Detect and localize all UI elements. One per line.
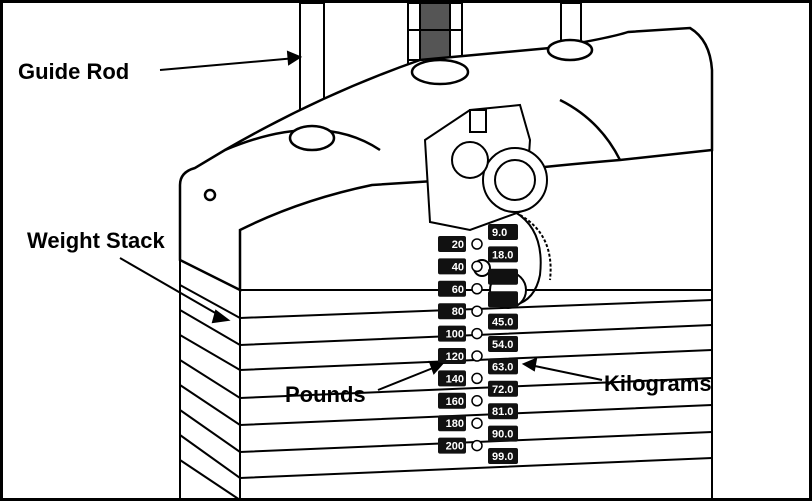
pounds-arrowhead — [428, 360, 444, 375]
pin-hole-column — [471, 238, 483, 452]
pounds-tag-label: 60 — [452, 284, 464, 296]
kilograms-tag — [488, 448, 518, 464]
pin-hole — [471, 305, 483, 317]
pin-hole — [471, 350, 483, 362]
pin-hole — [471, 395, 483, 407]
pin-hole — [471, 439, 483, 452]
kilograms-tag-label: 45.0 — [492, 317, 513, 329]
callout-arrows — [119, 50, 603, 391]
pounds-tag-label: 160 — [446, 396, 464, 408]
weight-plates — [179, 70, 713, 501]
kilograms-tag — [488, 268, 518, 285]
pounds-tag — [438, 303, 466, 320]
kilograms-tag-label: 99.0 — [492, 451, 513, 463]
pounds-tag-column: 20 40 60 80 100 120 140 160 180 200 — [438, 236, 466, 454]
kilograms-tag-label: 90.0 — [492, 429, 513, 441]
pounds-tag — [438, 437, 466, 454]
pounds-tag-label: 180 — [446, 418, 464, 430]
pounds-tag — [438, 236, 466, 252]
pin-hole — [471, 238, 483, 250]
pin-hole — [471, 372, 483, 385]
pounds-tag — [438, 280, 466, 297]
pounds-tag — [438, 392, 466, 409]
kilograms-tag-column: 9.0 18.0 45.0 54.0 63.0 72.0 81.0 90.0 99.0 — [488, 224, 518, 464]
pounds-tag — [438, 258, 466, 275]
kilograms-leader — [529, 364, 603, 381]
pounds-tag — [438, 348, 466, 364]
weight-stack-label: Weight Stack — [27, 228, 166, 253]
kilograms-tag — [488, 358, 518, 375]
pounds-tag — [438, 370, 466, 387]
kilograms-tag — [488, 403, 518, 420]
pin-hole — [471, 260, 483, 273]
kilograms-tag — [488, 380, 518, 397]
kilograms-tag-label: 54.0 — [492, 339, 513, 351]
kilograms-tag — [488, 313, 518, 330]
pounds-tag — [438, 325, 466, 342]
pounds-tag-label: 100 — [446, 329, 464, 341]
kilograms-tag — [488, 425, 518, 442]
guide-rod-arrowhead — [286, 50, 303, 66]
kilograms-tag — [488, 291, 518, 308]
pin-hole — [471, 283, 483, 295]
kilograms-tag-label: 18.0 — [492, 249, 513, 261]
kilograms-tag-label: 72.0 — [492, 384, 513, 396]
pounds-tag-label: 20 — [452, 239, 464, 251]
kilograms-tag — [488, 336, 518, 352]
kilograms-tag — [488, 246, 518, 263]
kilograms-tag-label: 81.0 — [492, 406, 513, 418]
kilograms-arrowhead — [521, 357, 538, 372]
kilograms-tag-label: 9.0 — [492, 227, 507, 239]
pounds-leader — [377, 365, 439, 391]
pin-hole — [471, 327, 483, 340]
pounds-tag — [438, 415, 466, 432]
guide-rod-leader — [159, 57, 297, 71]
kilograms-tag-label: 63.0 — [492, 361, 513, 373]
weight-stack-arrowhead — [211, 309, 231, 324]
pounds-tag-label: 200 — [446, 441, 464, 453]
pounds-label: Pounds — [285, 382, 366, 407]
pounds-tag-label: 80 — [452, 306, 464, 318]
weight-stack-leader — [119, 257, 225, 319]
guide-rod-label: Guide Rod — [18, 59, 129, 84]
kilograms-label: Kilograms — [604, 371, 712, 396]
pounds-tag-label: 120 — [446, 351, 464, 363]
pounds-tag-label: 140 — [446, 373, 464, 385]
kilograms-tag — [488, 224, 518, 240]
pin-hole — [471, 417, 483, 429]
pounds-tag-label: 40 — [452, 261, 464, 273]
